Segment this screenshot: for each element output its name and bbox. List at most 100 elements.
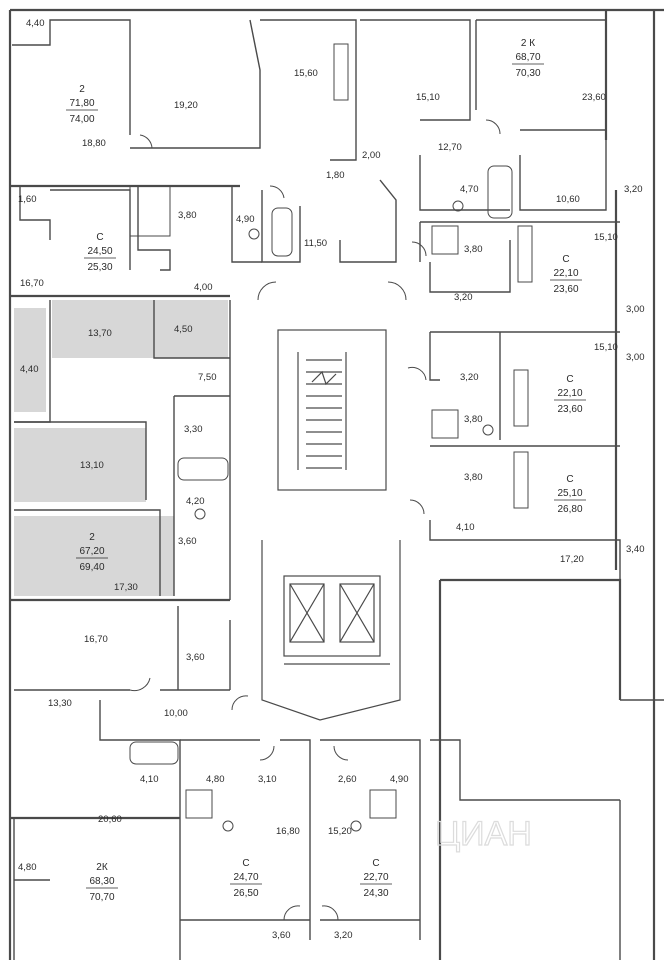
watermark-text: ЦИАН [435,815,532,853]
area-a50: 16,80 [276,826,300,837]
apartment-total: 25,30 [87,262,112,273]
area-a7: 12,70 [438,142,462,153]
area-a21: 3,20 [454,292,473,303]
area-a8: 2,00 [362,150,381,161]
area-a40: 16,70 [84,634,108,645]
area-a45: 4,80 [206,774,225,785]
stair-core [261,329,401,721]
area-a32: 13,10 [80,460,104,471]
apartment-p10: С 22,70 24,30 [360,858,392,899]
apartment-p5: С 22,10 23,60 [554,374,586,415]
apartment-p8: 2К 68,30 70,70 [86,862,118,903]
apartment-living: 71,80 [69,98,94,109]
area-a36: 4,10 [456,522,475,533]
area-a47: 2,60 [338,774,357,785]
apartment-p4: С 22,10 23,60 [550,254,582,295]
area-a35: 3,60 [178,536,197,547]
area-a2: 19,20 [174,100,198,111]
apartment-p1: 2 71,80 74,00 [66,84,98,125]
area-a9: 1,80 [326,170,345,181]
apartment-p3: С 24,50 25,30 [84,232,116,273]
apartment-total: 23,60 [553,284,578,295]
apartment-living: 22,70 [363,872,388,883]
door-swings [129,119,501,921]
area-a22: 3,00 [626,304,645,315]
area-a13: 1,60 [18,194,37,205]
apartment-total: 24,30 [363,888,388,899]
area-a44: 4,10 [140,774,159,785]
area-a10: 4,70 [460,184,479,195]
area-a54: 3,20 [334,930,353,941]
apartment-labels: 2 71,80 74,00 2 К 68,70 70,30 С 24,50 25… [66,38,586,903]
apartment-type: 2К [96,862,108,873]
apartment-type: С [562,254,569,265]
room-labels: 4,40 19,20 15,60 15,10 23,60 18,80 12,70… [18,18,645,941]
apartment-type: С [242,858,249,869]
apartment-type: 2 [79,84,85,95]
apartment-type: С [566,374,573,385]
apartment-living: 68,70 [515,52,540,63]
area-a41: 3,60 [186,652,205,663]
area-a28: 3,00 [626,352,645,363]
area-a29: 3,20 [460,372,479,383]
area-a37: 17,30 [114,582,138,593]
area-a11: 10,60 [556,194,580,205]
apartment-living: 68,30 [89,876,114,887]
area-a48: 4,90 [390,774,409,785]
area-a4: 15,10 [416,92,440,103]
apartment-living: 24,50 [87,246,112,257]
area-a23: 13,70 [88,328,112,339]
area-a49: 20,60 [98,814,122,825]
area-a26: 7,50 [198,372,217,383]
apartment-p6: С 25,10 26,80 [554,474,586,515]
area-a42: 13,30 [48,698,72,709]
highlighted-apartment [14,300,228,596]
apartment-type: С [566,474,573,485]
outer-walls [8,8,664,960]
apartment-p2: 2 К 68,70 70,30 [512,38,544,79]
area-a38: 17,20 [560,554,584,565]
area-a43: 10,00 [164,708,188,719]
apartment-total: 26,50 [233,888,258,899]
area-a53: 3,60 [272,930,291,941]
apartment-total: 70,70 [89,892,114,903]
apartment-type: С [372,858,379,869]
area-a20: 4,00 [194,282,213,293]
apartment-living: 24,70 [233,872,258,883]
area-a27: 15,10 [594,342,618,353]
apartment-type: С [96,232,103,243]
fixtures [129,43,533,832]
area-a25: 4,40 [20,364,39,375]
area-a39: 3,40 [626,544,645,555]
area-a24: 4,50 [174,324,193,335]
apartment-living: 22,10 [557,388,582,399]
area-a15: 4,90 [236,214,255,225]
area-a30: 3,30 [184,424,203,435]
apartment-type: 2 К [521,38,535,49]
apartment-p9: С 24,70 26,50 [230,858,262,899]
area-a12: 3,20 [624,184,643,195]
apartment-type: 2 [89,532,95,543]
apartment-living: 67,20 [79,546,104,557]
area-a17: 15,10 [594,232,618,243]
apartment-total: 23,60 [557,404,582,415]
area-a3: 15,60 [294,68,318,79]
area-a31: 3,80 [464,414,483,425]
interior-walls [12,19,664,960]
area-a5: 23,60 [582,92,606,103]
apartment-living: 25,10 [557,488,582,499]
area-a34: 4,20 [186,496,205,507]
apartment-total: 69,40 [79,562,104,573]
area-a51: 15,20 [328,826,352,837]
area-a6: 18,80 [82,138,106,149]
area-a46: 3,10 [258,774,277,785]
apartment-total: 26,80 [557,504,582,515]
area-a14: 3,80 [178,210,197,221]
apartment-total: 74,00 [69,114,94,125]
apartment-living: 22,10 [553,268,578,279]
area-a33: 3,80 [464,472,483,483]
area-a52: 4,80 [18,862,37,873]
area-a19: 16,70 [20,278,44,289]
area-a16: 11,50 [304,238,327,249]
